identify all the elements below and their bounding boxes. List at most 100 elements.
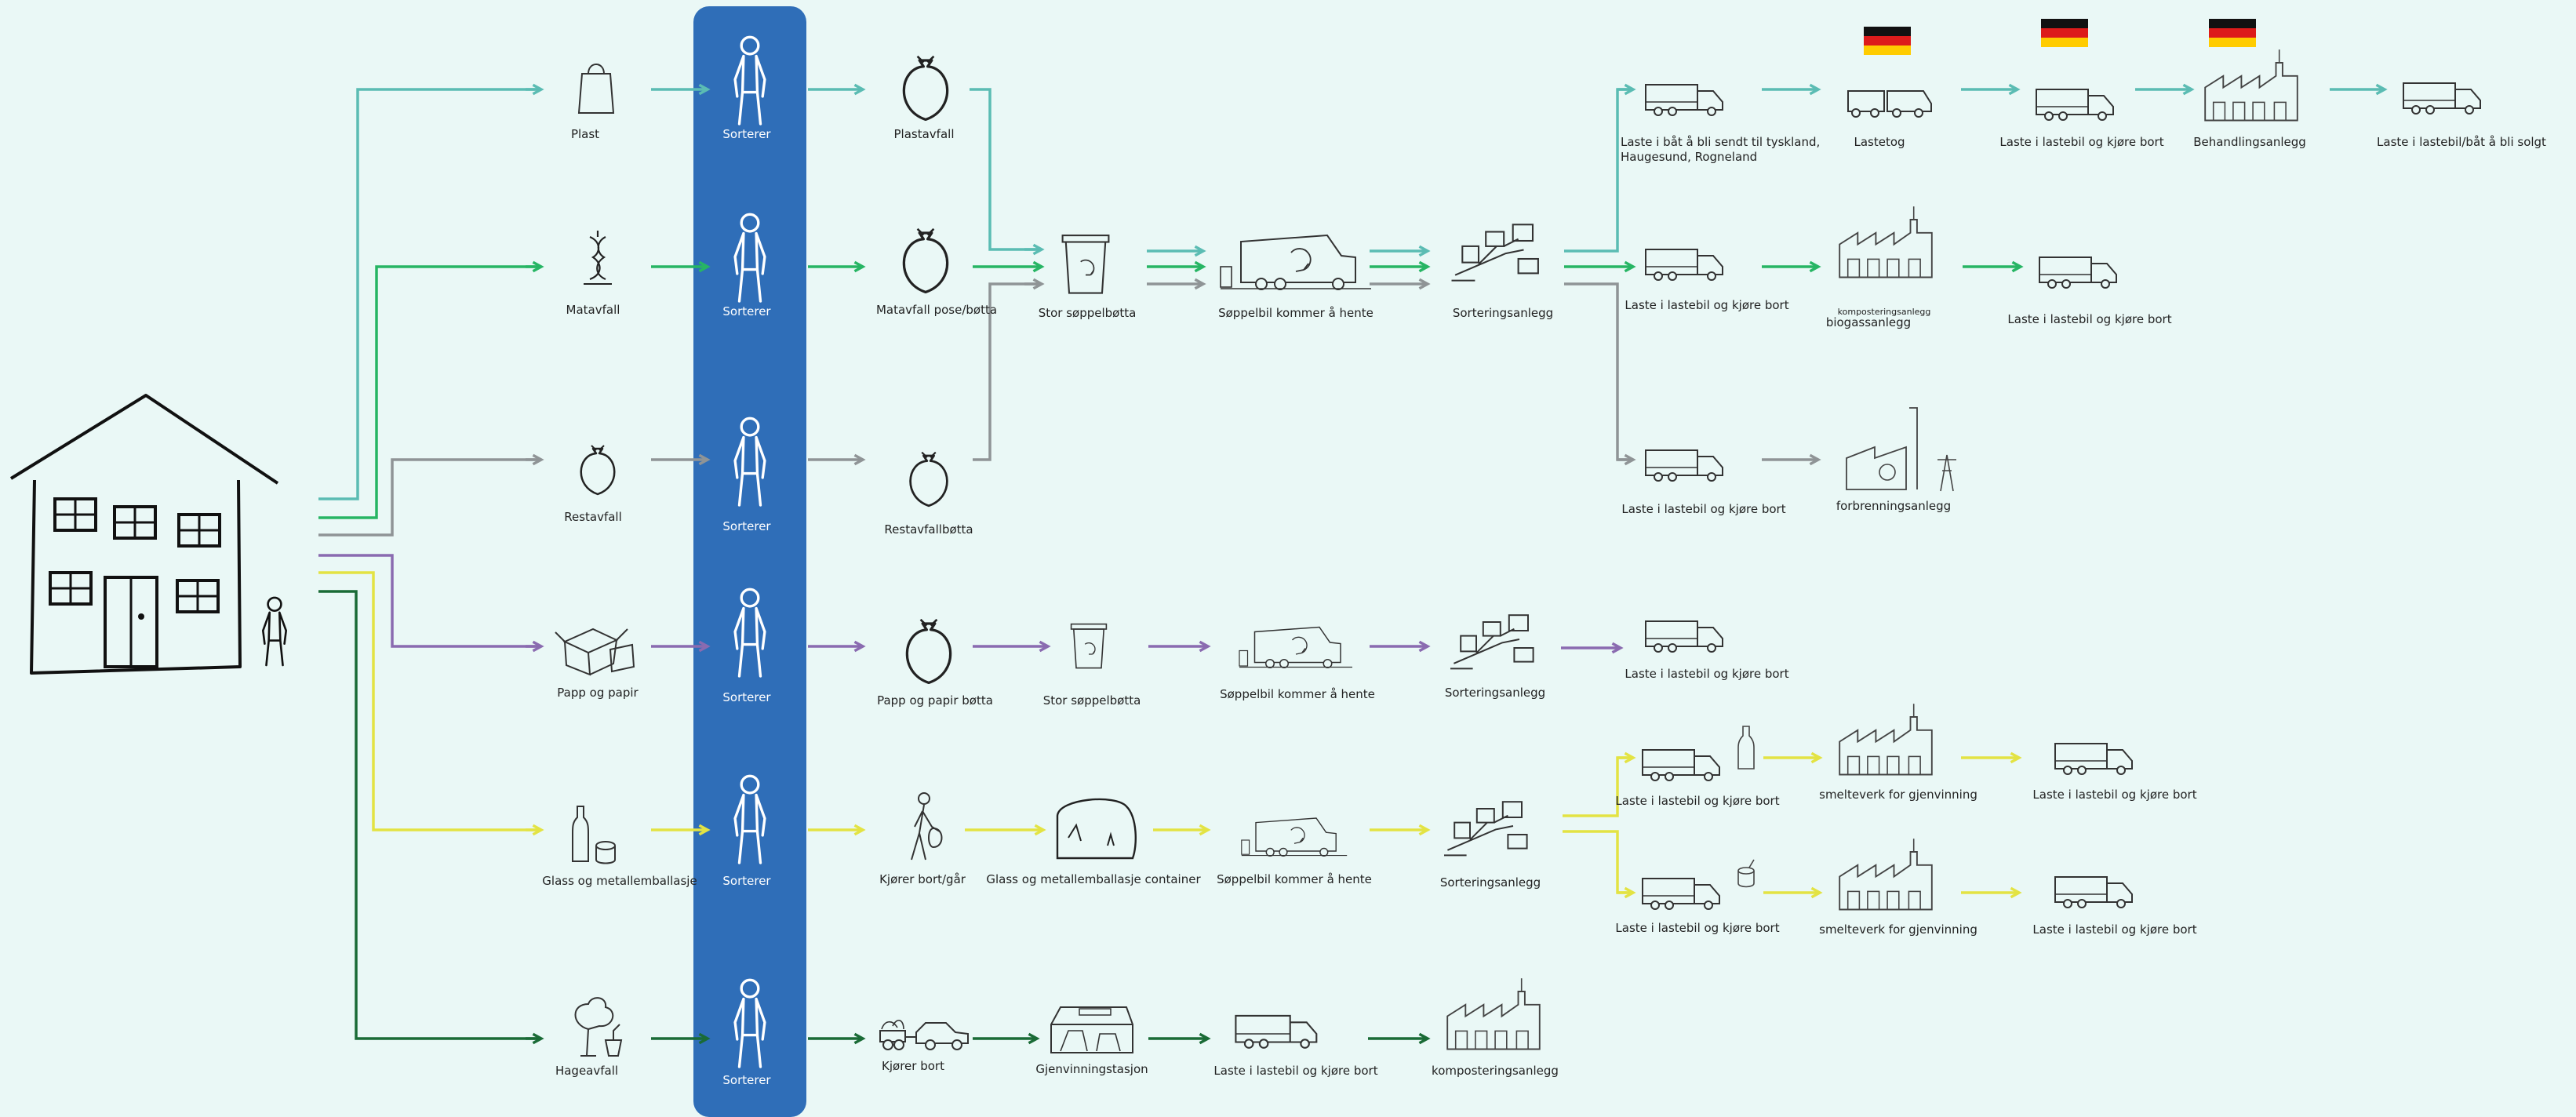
arrow-head [1418, 245, 1431, 257]
arrow-head [1810, 886, 1823, 899]
sorting-plant-icon [1450, 224, 1539, 282]
incinerator-icon [1846, 407, 1956, 492]
sorter-label: Sorterer [722, 690, 771, 704]
arrow-head [2010, 886, 2022, 899]
arrow-head [1034, 824, 1046, 836]
arrow-head [2008, 83, 2021, 96]
plast-chain-label-2: Lastetog [1854, 135, 1905, 149]
treatment-plant-icon [2204, 49, 2298, 122]
flow-matavfall [318, 265, 541, 519]
branch-plast [1564, 88, 1632, 253]
paper-bin-bag-icon [905, 618, 952, 685]
arrow-head [1418, 260, 1431, 273]
arrow-head [698, 640, 711, 653]
glass-b-label-1: smelteverk for gjenvinning [1819, 922, 1977, 937]
apple-core-icon [584, 231, 612, 285]
car-with-trailer-icon [879, 1020, 969, 1050]
sorting-label-papir: Sorteringsanlegg [1444, 686, 1546, 700]
arrow-head [532, 453, 544, 466]
drive-label-hage: Kjører bort [882, 1059, 944, 1073]
arrow-head [853, 453, 866, 466]
arrow-head [1028, 1032, 1040, 1045]
papir-chain-label-0: Laste i lastebil og kjøre bort [1625, 667, 1789, 681]
glass-a-label-0: Laste i lastebil og kjøre bort [1615, 794, 1780, 808]
rest-chain-label-0: Laste i lastebil og kjøre bort [1621, 502, 1786, 516]
arrow-head [1611, 642, 1624, 654]
station-label-hage: Gjenvinningstasjon [1035, 1062, 1148, 1076]
item-label-restavfall: Restavfall [564, 510, 622, 524]
rest-chain-label-1: forbrenningsanlegg [1836, 499, 1952, 513]
item-label-matavfall: Matavfall [566, 303, 620, 317]
plast-chain-label-1: Haugesund, Rogneland [1621, 150, 1758, 164]
glass-container-icon [1056, 798, 1137, 860]
arrow-head [1039, 640, 1051, 653]
arrow-head [1418, 824, 1431, 836]
walking-person-icon [911, 792, 943, 860]
arrow-head [1194, 260, 1206, 273]
arrow-head [2010, 751, 2022, 764]
arrow-head [698, 453, 711, 466]
train-icon [1847, 90, 1932, 118]
arrow-head [2011, 260, 2024, 273]
arrow-head [853, 260, 866, 273]
arrow-head [1624, 260, 1636, 273]
sorting-band [693, 6, 806, 1117]
container-label-glass: Glass og metallemballasje container [986, 872, 1201, 886]
mat-chain-label-0: Laste i lastebil og kjøre bort [1625, 298, 1789, 312]
truck-label-glass: Søppelbil kommer å hente [1217, 872, 1372, 886]
truck-label-hage: Laste i lastebil og kjøre bort [1213, 1064, 1378, 1078]
plant-label-hage: komposteringsanlegg [1432, 1064, 1559, 1078]
arrow-head [853, 1032, 866, 1045]
arrow-head [853, 640, 866, 653]
bag-label-plast: Plastavfall [893, 127, 955, 141]
arrow-head [2182, 83, 2195, 96]
sorter-person-icon [733, 978, 766, 1068]
garbage-truck-icon-glass [1241, 817, 1348, 857]
arrow-head [1624, 886, 1636, 899]
bag-label-restavfall: Restavfallbøtta [884, 522, 973, 537]
bottle-icon [1737, 726, 1755, 770]
arrow-head [1418, 278, 1431, 290]
merge-plast [970, 88, 1040, 251]
glass-a-label-1: smelteverk for gjenvinning [1819, 788, 1977, 802]
truck-icon-glass-a2 [2054, 743, 2133, 775]
sorter-label: Sorterer [722, 304, 771, 318]
item-label-glass: Glass og metallemballasje [542, 874, 697, 888]
recycling-station-icon [1050, 1006, 1133, 1053]
arrow-head [1809, 83, 1821, 96]
truck-icon-rest-1 [1645, 449, 1723, 482]
bag-label-matavfall: Matavfall pose/bøtta [875, 303, 998, 317]
germany-flag-icon [1864, 27, 1911, 55]
truck-icon-mat-1 [1645, 249, 1723, 281]
arrow-head [1810, 751, 1823, 764]
plast-chain-label-3: Laste i lastebil og kjøre bort [1999, 135, 2164, 149]
plast-chain-label-4: Behandlingsanlegg [2193, 135, 2306, 149]
arrow-head [1194, 245, 1206, 257]
mat-chain-label-1: komposteringsanlegg [1837, 307, 1931, 317]
sorting-label-shared: Sorteringsanlegg [1452, 306, 1554, 320]
arrow-head [1624, 751, 1636, 764]
large-bin-icon [1061, 235, 1110, 294]
arrow-head [1032, 278, 1045, 290]
item-label-hageavfall: Hageavfall [555, 1064, 619, 1078]
truck-icon-papir [1645, 620, 1723, 653]
arrow-head [1199, 824, 1211, 836]
truck-icon-plast-3 [2403, 82, 2481, 115]
arrow-head [1418, 640, 1431, 653]
house-icon [9, 394, 279, 675]
smelter-icon-a [1839, 703, 1933, 776]
biogas-plant-icon [1839, 206, 1933, 278]
glass-b-label-0: Laste i lastebil og kjøre bort [1615, 921, 1780, 935]
arrow-head [532, 260, 544, 273]
sorter-person-icon [733, 35, 766, 126]
truck-icon-plast-2 [2036, 89, 2114, 121]
sorter-person-icon [733, 417, 766, 507]
arrow-head [1032, 260, 1045, 273]
flow-hage [318, 590, 541, 1040]
flow-glass [318, 571, 541, 831]
walk-label-glass: Kjører bort/går [879, 872, 966, 886]
smelter-icon-b [1839, 838, 1933, 911]
branch-glass-b [1563, 830, 1632, 894]
cardboard-box-icon [555, 628, 635, 676]
